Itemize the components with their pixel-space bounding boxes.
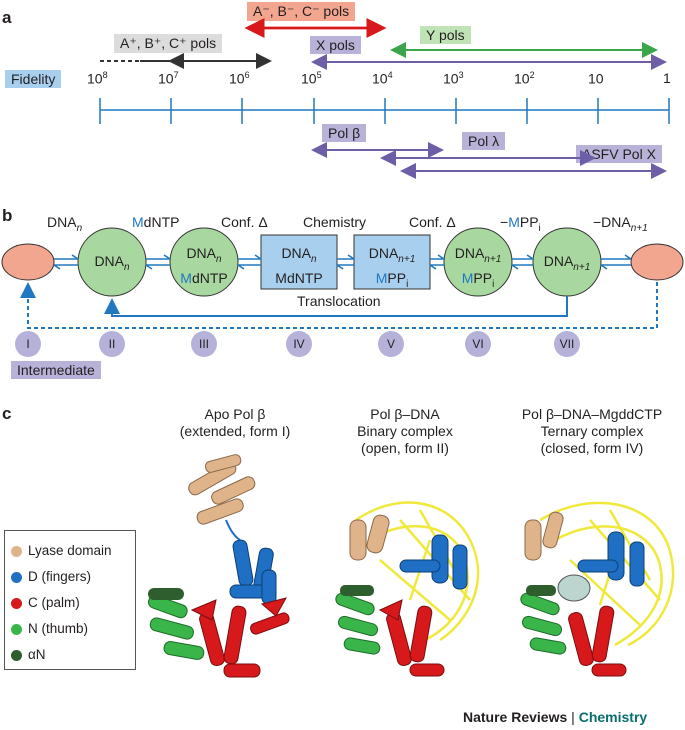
state-number-vi: VI [465,331,491,357]
state-box-4 [353,234,431,290]
domain-legend: Lyase domain D (fingers) C (palm) N (thu… [4,530,136,670]
panel-a-label: a [2,8,12,27]
legend-item: αN [11,647,46,662]
state-1-text: DNAn [94,253,130,273]
label-mdntp: MdNTP [132,214,180,230]
tick-label: 104 [372,70,393,87]
panel-b-label: b [2,206,13,225]
x-pols-label: X pols [310,36,361,54]
state-number-iv: IV [286,331,312,357]
legend-swatch [11,649,22,661]
tick-label: 1 [663,70,671,86]
minus-pols-label: A⁻, B⁻, C⁻ pols [247,2,356,21]
title-ternary-complex: Pol β–DNA–MgddCTP Ternary complex (close… [521,406,663,456]
label-dna-n: DNAn [47,214,83,234]
pol-lambda-label: Pol λ [462,132,506,150]
label-conf-change-2: Conf. Δ [409,214,456,230]
state-3-text: DNAn MdNTP [275,245,323,286]
legend-item: N (thumb) [11,621,88,636]
legend-swatch [11,597,22,609]
state-number-ii: II [99,331,125,357]
state-number-vii: VII [554,331,580,357]
asfv-pol-x-label: ASFV Pol X [576,145,662,163]
plus-pols-label: A⁺, B⁺, C⁺ pols [114,34,223,53]
legend-item: Lyase domain [11,543,112,558]
intermediate-loop [20,282,658,329]
state-5-text: DNAn+1 MPPi [454,245,502,290]
state-number-v: V [378,331,404,357]
tick-label: 102 [514,70,535,87]
structure-apo [148,454,290,678]
translocation-arrow [104,296,568,317]
translocation-label: Translocation [297,293,381,309]
equilibrium-arrows [53,254,632,270]
journal-credit: Nature Reviews | Chemistry [463,709,648,725]
legend-swatch [11,623,22,635]
tick-label: 10 [588,70,604,87]
state-number-i: I [15,331,41,357]
title-binary-complex: Pol β–DNA Binary complex (open, form II) [357,406,453,456]
state-circle-1 [77,227,147,297]
structure-binary [335,501,480,677]
intermediate-label: Intermediate [11,361,101,379]
state-box-3 [260,234,338,290]
tick-label: 107 [158,70,179,87]
panel-c-label: c [2,404,12,423]
legend-swatch [11,571,22,583]
state-4-text: DNAn+1 MPPi [368,245,416,290]
state-2-text: DNAn MdNTP [180,245,228,286]
fidelity-label: Fidelity [5,70,62,88]
state-6-text: DNAn+1 [543,253,591,273]
label-mppi: −MPPi [500,214,541,234]
end-node [630,243,684,281]
tick-label: 105 [301,70,322,87]
pol-beta-label: Pol β [322,124,367,142]
state-number-iii: III [191,331,217,357]
start-node [1,243,55,281]
tick-label: 108 [87,70,108,87]
legend-item: C (palm) [11,595,80,610]
label-chemistry: Chemistry [303,214,367,230]
legend-swatch [11,545,22,557]
fidelity-scale [99,98,670,124]
state-circle-5 [443,227,513,297]
title-apo-pol-beta: Apo Pol β (extended, form I) [179,406,291,439]
tick-label: 106 [229,70,250,87]
state-circle-2 [169,227,239,297]
tick-label: 103 [443,70,464,87]
y-pols-label: Y pols [420,26,471,44]
label-conf-change-1: Conf. Δ [221,214,268,230]
structure-ternary [520,501,675,677]
legend-item: D (fingers) [11,569,91,584]
label-dna-n1: −DNAn+1 [593,214,648,234]
